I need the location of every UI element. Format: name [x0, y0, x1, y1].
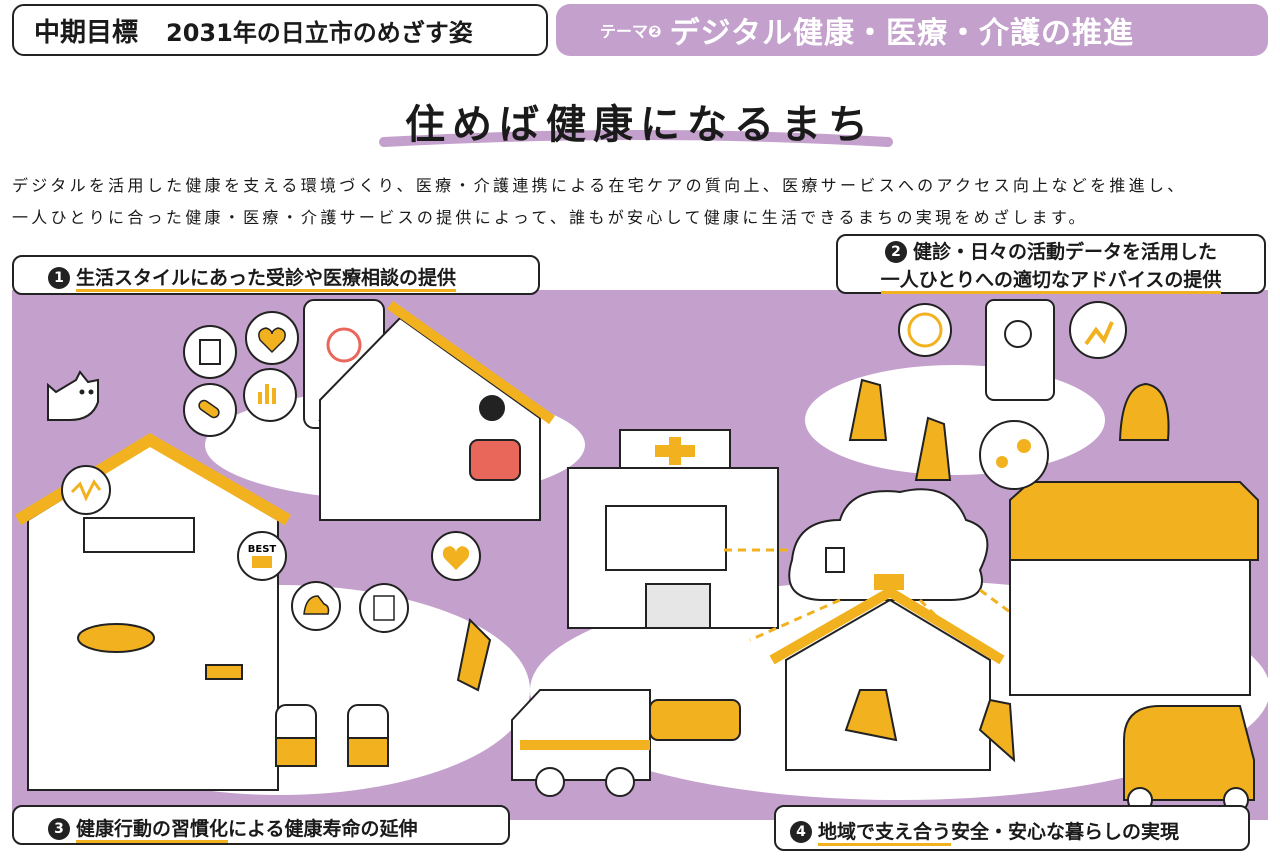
main-title: 住めば健康になるまち: [405, 102, 875, 148]
poster-icon-bubble: [359, 583, 409, 633]
description: デジタルを活用した健康を支える環境づくり、医療・介護連携による在宅ケアの質向上、…: [12, 170, 1272, 234]
header-theme-box: テーマ❷ デジタル健康・医療・介護の推進: [556, 4, 1268, 56]
callout-3-text: による健康寿命の延伸: [228, 818, 418, 840]
callout-4-text: 安全・安心な暮らしの実現: [951, 821, 1180, 843]
theme-label: テーマ❷: [600, 22, 662, 41]
callout-3-highlight: 健康行動の習慣化: [76, 818, 229, 843]
heart-icon-bubble: [245, 311, 299, 365]
house-left: [14, 433, 292, 791]
advisor-tablet: [985, 299, 1055, 401]
scale-badge-bubble: BEST: [237, 531, 287, 581]
callout-4-number: 4: [790, 821, 812, 843]
callout-2-line-2: 一人ひとりへの適切なアドバイスの提供: [880, 269, 1222, 294]
title-underline: [379, 130, 893, 147]
document-icon-bubble: [183, 325, 237, 379]
ambulance: [511, 689, 741, 797]
data-cloud: [788, 488, 989, 601]
cat-icon: [47, 370, 99, 421]
callout-3: 3 健康行動の習慣化による健康寿命の延伸: [12, 805, 510, 845]
care-facility: [1009, 481, 1259, 696]
hospital: [567, 429, 779, 629]
pill-icon-bubble: [183, 383, 237, 437]
muscle-icon-bubble: [291, 581, 341, 631]
heartbeat-icon-bubble: [431, 531, 481, 581]
walking-people: [848, 378, 1170, 481]
callout-2-number: 2: [884, 241, 907, 263]
poster-best-label: BEST: [248, 544, 277, 555]
chart-icon-bubble: [243, 368, 297, 422]
watch-icon-bubble: [61, 465, 111, 515]
callout-1-number: 1: [48, 267, 70, 289]
header-goal-box: 中期目標 2031年の日立市のめざす姿: [12, 4, 548, 56]
callout-1: 1 生活スタイルにあった受診や医療相談の提供: [12, 255, 540, 295]
no-smoking-icon-bubble: [898, 303, 952, 357]
callout-4: 4 地域で支え合う安全・安心な暮らしの実現: [774, 805, 1250, 851]
goal-tag: 中期目標: [34, 17, 139, 48]
exercising-people: [275, 617, 492, 767]
house-center: [769, 586, 1005, 771]
goal-subtitle: 2031年の日立市のめざす姿: [166, 18, 473, 47]
description-line-1: デジタルを活用した健康を支える環境づくり、医療・介護連携による在宅ケアの質向上、…: [12, 176, 1187, 195]
running-icon-bubble: [1069, 301, 1127, 359]
mobility-vehicle: [978, 698, 1255, 813]
callout-3-number: 3: [48, 818, 70, 840]
ground-blob-3: [805, 365, 1105, 475]
theme-title: デジタル健康・医療・介護の推進: [669, 16, 1134, 51]
callout-2-line-1: 健診・日々の活動データを活用した: [912, 241, 1217, 263]
callout-1-text: 生活スタイルにあった受診や医療相談の提供: [76, 267, 457, 292]
house-top: [319, 300, 555, 521]
vegetables-icon-bubble: [979, 420, 1049, 490]
callout-4-highlight: 地域で支え合う: [818, 821, 952, 846]
description-line-2: 一人ひとりに合った健康・医療・介護サービスの提供によって、誰もが安心して健康に生…: [12, 208, 1088, 227]
